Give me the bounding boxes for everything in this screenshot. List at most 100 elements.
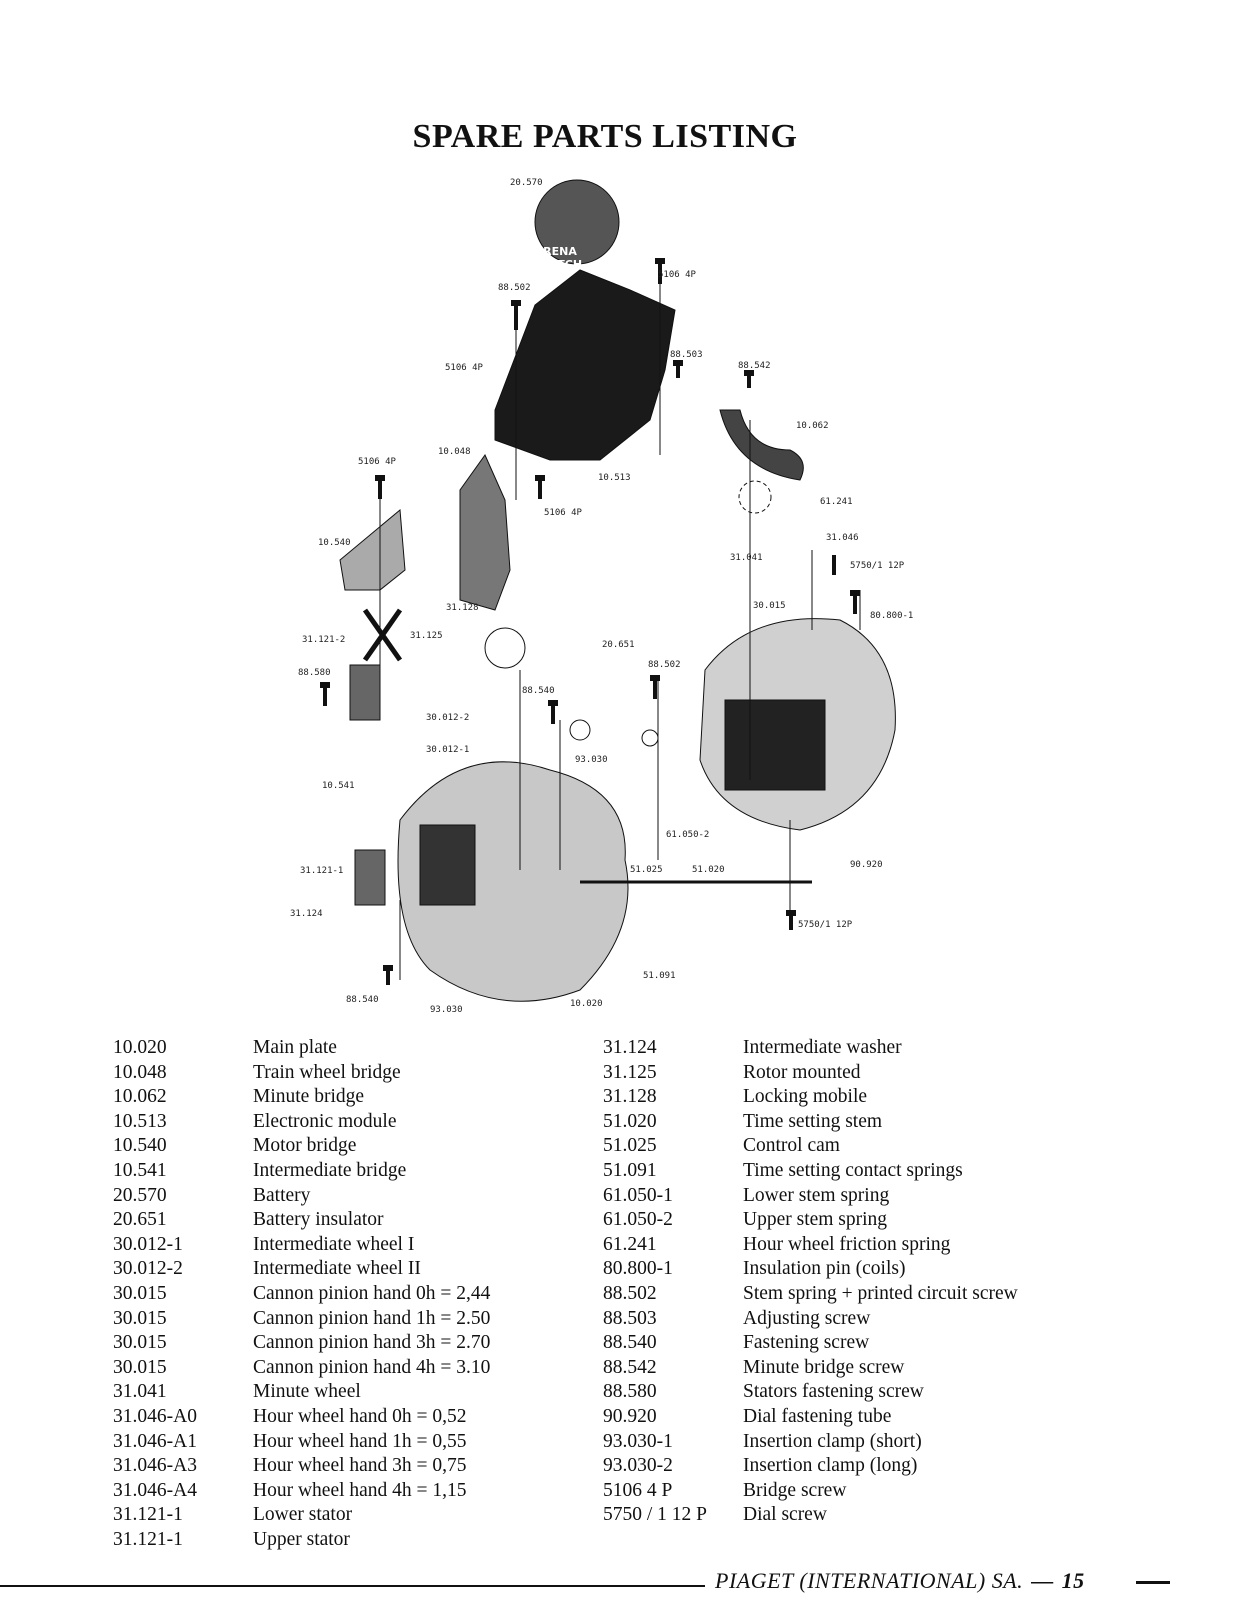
label-s24: 88.540 — [522, 686, 555, 696]
label-s23: 88.502 — [648, 660, 681, 670]
part-code: 30.015 — [113, 1356, 167, 1378]
part-code: 30.012-1 — [113, 1233, 183, 1255]
table-row: 30.015 Cannon pinion hand 0h = 2,44 — [113, 1282, 490, 1307]
part-code: 88.502 — [603, 1282, 657, 1304]
part-code: 31.041 — [113, 1381, 167, 1403]
part-desc: Dial screw — [743, 1504, 827, 1526]
part-code: 88.580 — [603, 1381, 657, 1403]
part-code: 90.920 — [603, 1405, 657, 1427]
label-s15: 10.540 — [318, 538, 351, 548]
screw-icons — [320, 258, 860, 985]
table-row: 31.046-A1 Hour wheel hand 1h = 0,55 — [113, 1430, 490, 1455]
train-wheel-bridge-shape — [459, 453, 511, 611]
label-s33: 90.920 — [850, 860, 883, 870]
label-s20: 31.125 — [410, 631, 443, 641]
page-number: 15 — [1061, 1568, 1085, 1593]
part-desc: Lower stator — [253, 1504, 353, 1526]
part-desc: Battery — [253, 1184, 311, 1206]
battery-text-2: WATCH — [538, 258, 582, 271]
part-desc: Minute bridge — [253, 1086, 365, 1108]
label-s16: 30.015 — [753, 601, 786, 611]
label-s34: 31.124 — [290, 909, 323, 919]
part-code: 31.128 — [603, 1086, 657, 1108]
dial-side-mechanism-shape — [724, 699, 826, 791]
diagram-svg: RENA WATCH 20.570 5106 4P 88.502 88.503 … — [290, 178, 913, 1015]
part-desc: Battery insulator — [253, 1209, 384, 1231]
part-code: 31.046-A1 — [113, 1430, 197, 1452]
part-code: 10.540 — [113, 1135, 167, 1157]
part-desc: Insulation pin (coils) — [743, 1258, 906, 1280]
footer-separator: — — [1031, 1568, 1054, 1593]
part-code: 30.015 — [113, 1332, 167, 1354]
part-code: 61.050-2 — [603, 1209, 673, 1231]
table-row: 88.502 Stem spring + printed circuit scre… — [603, 1282, 1018, 1307]
part-code: 61.050-1 — [603, 1184, 673, 1206]
footer: PIAGET (INTERNATIONAL) SA.—15 — [715, 1568, 1085, 1594]
table-row: 51.025 Control cam — [603, 1134, 1018, 1159]
label-s35: 5750/1 12P — [798, 920, 853, 930]
label-s8: 5106 4P — [358, 457, 397, 467]
label-s5: 5106 4P — [445, 363, 484, 373]
part-desc: Insertion clamp (short) — [743, 1430, 922, 1452]
part-desc: Stem spring + printed circuit screw — [743, 1282, 1018, 1304]
table-row: 61.050-1 Lower stem spring — [603, 1184, 1018, 1209]
part-desc: Train wheel bridge — [253, 1061, 401, 1083]
label-s26: 30.012-1 — [426, 745, 469, 755]
motor-bridge-shape — [339, 509, 406, 591]
part-desc: Intermediate bridge — [253, 1159, 407, 1181]
part-desc: Hour wheel hand 1h = 0,55 — [253, 1430, 467, 1452]
part-code: 51.025 — [603, 1135, 657, 1157]
part-code: 30.015 — [113, 1282, 167, 1304]
label-s7: 10.048 — [438, 447, 471, 457]
part-code: 88.540 — [603, 1332, 657, 1354]
label-s37: 88.540 — [346, 995, 379, 1005]
part-desc: Minute wheel — [253, 1381, 361, 1403]
part-desc: Hour wheel hand 3h = 0,75 — [253, 1455, 467, 1477]
part-code: 61.241 — [603, 1233, 657, 1255]
part-code: 30.015 — [113, 1307, 167, 1329]
part-code: 51.091 — [603, 1159, 657, 1181]
label-s19: 31.121-2 — [302, 635, 345, 645]
table-row: 31.041 Minute wheel — [113, 1380, 490, 1405]
label-s22: 88.580 — [298, 668, 331, 678]
label-s30: 31.121-1 — [300, 866, 343, 876]
label-s10: 5106 4P — [544, 508, 583, 518]
table-row: 30.012-1 Intermediate wheel I — [113, 1233, 490, 1258]
part-code: 5106 4 P — [603, 1479, 673, 1501]
minute-bridge-shape — [719, 409, 804, 481]
part-desc: Intermediate washer — [743, 1037, 902, 1058]
part-code: 10.020 — [113, 1037, 167, 1058]
label-s6: 10.062 — [796, 421, 829, 431]
part-desc: Intermediate wheel I — [253, 1233, 415, 1255]
part-code: 88.503 — [603, 1307, 657, 1329]
part-code: 31.125 — [603, 1061, 657, 1083]
label-s28: 10.541 — [322, 781, 355, 791]
part-code: 51.020 — [603, 1110, 657, 1132]
part-desc: Electronic module — [253, 1110, 397, 1132]
part-desc: Insertion clamp (long) — [743, 1455, 918, 1477]
part-desc: Control cam — [743, 1135, 840, 1157]
part-code: 31.121-1 — [113, 1528, 183, 1550]
part-desc: Hour wheel hand 0h = 0,52 — [253, 1405, 467, 1427]
part-desc: Cannon pinion hand 0h = 2,44 — [253, 1282, 491, 1304]
part-desc: Adjusting screw — [743, 1307, 871, 1329]
page-title: SPARE PARTS LISTING — [412, 118, 798, 155]
part-desc: Lower stem spring — [743, 1184, 890, 1206]
upper-stator-shape — [349, 664, 381, 721]
